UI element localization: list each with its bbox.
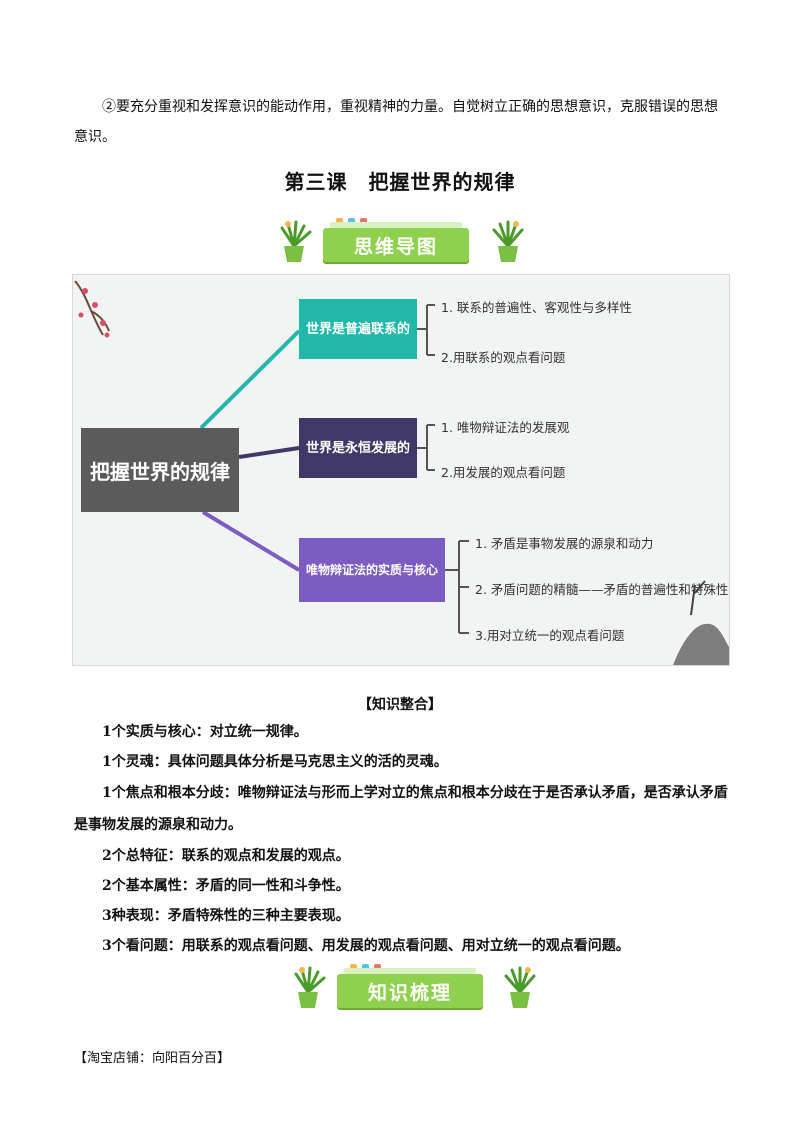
banner-dot	[374, 964, 381, 969]
knowledge-item: 1个实质与核心：对立统一规律。	[102, 724, 308, 740]
banner-plate-top	[344, 968, 476, 974]
knowledge-item: 1个焦点和根本分歧：唯物辩证法与形而上学对立的焦点和根本分歧在于是否承认矛盾，是…	[74, 785, 728, 833]
mind-map-connectors	[74, 280, 729, 665]
branch-essence-and-core: 唯物辩证法的实质与核心	[299, 538, 445, 602]
potted-plant-icon	[294, 966, 326, 1008]
potted-plant-icon	[492, 220, 524, 262]
shop-footer: 【淘宝店铺：向阳百分百】	[74, 1051, 231, 1066]
branch-universal-connection: 世界是普遍联系的	[299, 299, 417, 359]
banner-label: 知识梳理	[367, 982, 452, 1004]
banner-dot	[348, 218, 355, 223]
banner-dot	[336, 218, 343, 223]
intro-paragraph: ②要充分重视和发挥意识的能动作用，重视精神的力量。自觉树立正确的思想意识，克服错…	[74, 99, 718, 145]
knowledge-item: 3个看问题：用联系的观点看问题、用发展的观点看问题、用对立统一的观点看问题。	[102, 938, 630, 954]
leaf-item: 2.用发展的观点看问题	[441, 465, 566, 480]
leaf-item: 3.用对立统一的观点看问题	[475, 628, 625, 643]
banner-dot	[362, 964, 369, 969]
banner-label: 思维导图	[353, 236, 438, 258]
mind-map-center-node: 把握世界的规律	[81, 428, 239, 512]
mind-map: 把握世界的规律 世界是普遍联系的 世界是永恒发展的 唯物辩证法的实质与核心 1.…	[72, 274, 730, 666]
leaf-item: 2. 矛盾问题的精髓——矛盾的普遍性和特殊性	[475, 582, 729, 597]
leaf-item: 1. 矛盾是事物发展的源泉和动力	[475, 536, 654, 551]
knowledge-heading: 【知识整合】	[358, 697, 442, 713]
branch-eternal-development: 世界是永恒发展的	[299, 418, 417, 478]
lesson-title: 第三课 把握世界的规律	[284, 170, 516, 194]
mind-map-banner: 思维导图	[0, 212, 800, 272]
potted-plant-icon	[280, 220, 312, 262]
leaf-item: 1. 联系的普遍性、客观性与多样性	[441, 300, 632, 315]
knowledge-item: 1个灵魂：具体问题具体分析是马克思主义的活的灵魂。	[102, 754, 448, 770]
knowledge-item: 2个基本属性：矛盾的同一性和斗争性。	[102, 878, 350, 894]
leaf-item: 2.用联系的观点看问题	[441, 350, 566, 365]
banner-dot	[350, 964, 357, 969]
banner-plate	[323, 228, 469, 262]
potted-plant-icon	[504, 966, 536, 1008]
leaf-item: 1. 唯物辩证法的发展观	[441, 420, 570, 435]
knowledge-review-banner: 知识梳理	[0, 958, 800, 1018]
banner-plate	[337, 974, 483, 1008]
knowledge-item: 2个总特征：联系的观点和发展的观点。	[102, 848, 350, 864]
banner-dot	[360, 218, 367, 223]
knowledge-item: 3种表现：矛盾特殊性的三种主要表现。	[102, 908, 350, 924]
banner-plate-top	[330, 222, 462, 228]
